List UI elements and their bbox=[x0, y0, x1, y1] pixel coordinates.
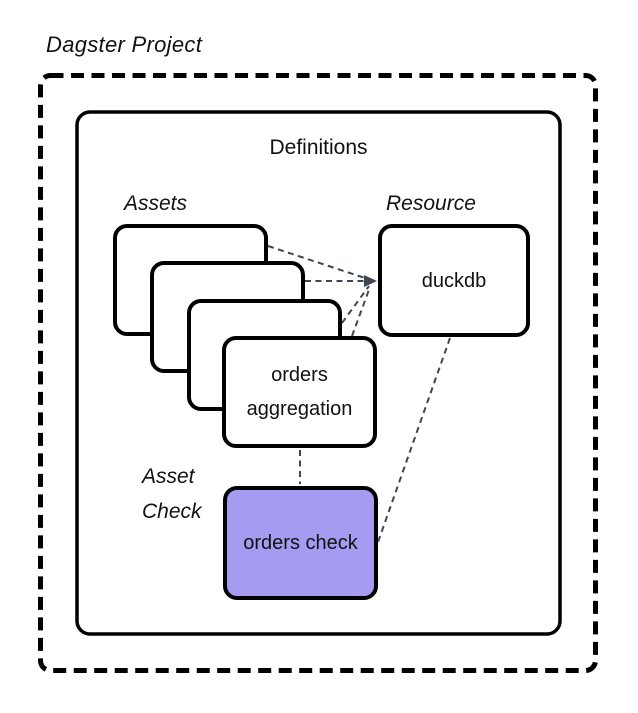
resource-label: Resource bbox=[386, 192, 476, 215]
edge-asset3-resource bbox=[341, 285, 370, 324]
edge-asset1-resource bbox=[267, 245, 369, 280]
edge-asset4-resource bbox=[351, 286, 371, 337]
project-title: Dagster Project bbox=[46, 32, 203, 57]
asset-check-node-orders-check: orders check bbox=[223, 486, 378, 600]
asset-check-label: Asset Check bbox=[142, 465, 202, 523]
asset-check-node-label: orders check bbox=[243, 532, 358, 554]
asset-card-orders-aggregation: orders aggregation bbox=[222, 336, 377, 448]
definitions-label: Definitions bbox=[269, 136, 368, 159]
assets-label: Assets bbox=[124, 192, 188, 215]
project-boundary bbox=[38, 73, 598, 673]
asset-card-label: orders aggregation bbox=[246, 364, 353, 420]
resource-node-duckdb: duckdb bbox=[378, 224, 530, 337]
edge-resource-check bbox=[376, 337, 451, 546]
edge-arrowhead bbox=[364, 275, 377, 287]
resource-node-label: duckdb bbox=[421, 269, 487, 292]
